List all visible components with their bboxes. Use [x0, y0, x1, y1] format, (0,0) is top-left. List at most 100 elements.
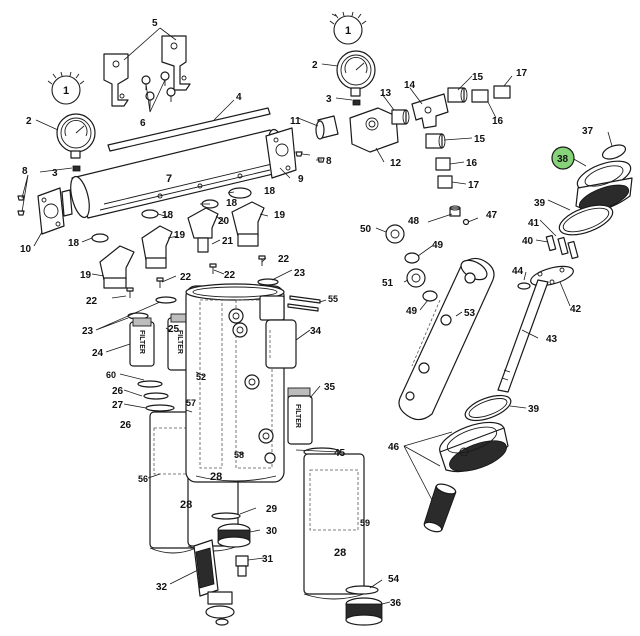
label-26-a: 26	[112, 386, 124, 397]
label-16-top: 16	[492, 116, 504, 127]
label-36: 36	[390, 598, 402, 609]
label-4: 4	[236, 92, 242, 103]
part-35-filter: FILTER	[287, 387, 313, 445]
part-24-filter: FILTER	[129, 317, 155, 367]
label-49-a: 49	[432, 240, 444, 251]
label-1-right: 1	[345, 25, 351, 37]
label-18-d: 18	[68, 238, 80, 249]
part-48-plug	[449, 205, 461, 217]
label-46: 46	[388, 442, 400, 453]
label-41: 41	[528, 218, 540, 229]
label-47: 47	[486, 210, 498, 221]
label-51: 51	[382, 278, 394, 289]
part-34-filter	[259, 295, 297, 369]
label-18-b: 18	[162, 210, 174, 221]
label-22-b: 22	[180, 272, 192, 283]
label-17-bottom: 17	[468, 180, 480, 191]
label-49-b: 49	[406, 306, 418, 317]
part-9-end-plate	[265, 127, 297, 179]
part-30-cap	[217, 523, 251, 548]
pressure-gauge-right	[329, 11, 376, 106]
part-32-drain-assembly	[193, 539, 235, 626]
label-13: 13	[380, 88, 392, 99]
label-21: 21	[222, 236, 234, 247]
label-58: 58	[234, 450, 244, 460]
part-37-o-ring	[601, 144, 627, 160]
label-6: 6	[140, 118, 146, 129]
part-58-housing	[185, 283, 285, 483]
label-39-bottom: 39	[528, 404, 540, 415]
part-53-housing	[398, 257, 495, 421]
part-6-screws	[141, 71, 176, 106]
label-26-b: 26	[120, 420, 132, 431]
label-39-top: 39	[534, 198, 546, 209]
part-47-ring	[462, 218, 470, 226]
part-16-fittings	[435, 89, 489, 171]
part-44-ring	[517, 282, 531, 290]
label-15-bottom: 15	[474, 134, 486, 145]
label-17-top: 17	[516, 68, 528, 79]
label-22-c: 22	[224, 270, 236, 281]
label-9: 9	[298, 174, 304, 185]
part-11-fitting	[315, 115, 339, 140]
part-10-end-plate	[37, 187, 73, 235]
part-39-o-ring-lower	[464, 394, 512, 422]
label-7: 7	[166, 173, 172, 185]
part-38-cap	[575, 160, 633, 212]
label-42: 42	[570, 304, 582, 315]
label-52: 52	[196, 372, 206, 382]
label-12: 12	[390, 158, 402, 169]
parts-26-27-rings	[137, 380, 175, 412]
label-2-right: 2	[312, 60, 318, 71]
label-23-b: 23	[294, 268, 306, 279]
label-3-right: 3	[326, 94, 332, 105]
part-46-base	[439, 421, 509, 473]
part-13-fitting	[391, 109, 410, 125]
part-4-strip	[107, 107, 271, 152]
label-48: 48	[408, 216, 420, 227]
label-10: 10	[20, 244, 32, 255]
label-19-c: 19	[274, 210, 286, 221]
label-23-a: 23	[82, 326, 94, 337]
label-22-a: 22	[86, 296, 98, 307]
label-18-c: 18	[226, 198, 238, 209]
label-14: 14	[404, 80, 416, 91]
label-57: 57	[186, 398, 196, 408]
part-59-housing-sleeve	[303, 447, 365, 600]
part-22-small-screws	[126, 255, 266, 298]
filter-text-24: FILTER	[138, 330, 145, 354]
label-20: 20	[218, 216, 230, 227]
label-55: 55	[328, 294, 338, 304]
part-39-o-ring	[558, 204, 614, 236]
part-14-tee	[411, 93, 449, 129]
label-15-top: 15	[472, 72, 484, 83]
label-59: 59	[360, 518, 370, 528]
label-40: 40	[522, 236, 534, 247]
label-5: 5	[152, 18, 158, 29]
part-36-cap	[345, 597, 383, 626]
label-38[interactable]: 38	[557, 154, 569, 165]
highlight-marker-38[interactable]	[551, 146, 575, 170]
parts-19-20-21-elbows	[99, 201, 265, 289]
label-32: 32	[156, 582, 168, 593]
label-60: 60	[106, 370, 116, 380]
part-15-fittings	[425, 87, 468, 149]
callout-labels: 1 1 2 2 3 3 4 5 6 7 8 8 9 10 11 12 13 14…	[20, 18, 594, 609]
label-43: 43	[546, 334, 558, 345]
label-22-d: 22	[278, 254, 290, 265]
label-28-c: 28	[334, 547, 346, 559]
leader-lines	[21, 13, 613, 605]
part-51-nut	[406, 268, 426, 288]
label-25: 25	[168, 324, 180, 335]
label-27: 27	[112, 400, 124, 411]
part-12-block	[349, 107, 399, 153]
label-2-left: 2	[26, 116, 32, 127]
part-50-nut	[385, 224, 405, 244]
label-19-a: 19	[80, 270, 92, 281]
part-55-pins	[287, 295, 321, 312]
part-46-filter-element	[423, 483, 457, 533]
part-29-ring	[211, 512, 241, 520]
label-8-right: 8	[326, 156, 332, 167]
label-3-left: 3	[52, 168, 58, 179]
